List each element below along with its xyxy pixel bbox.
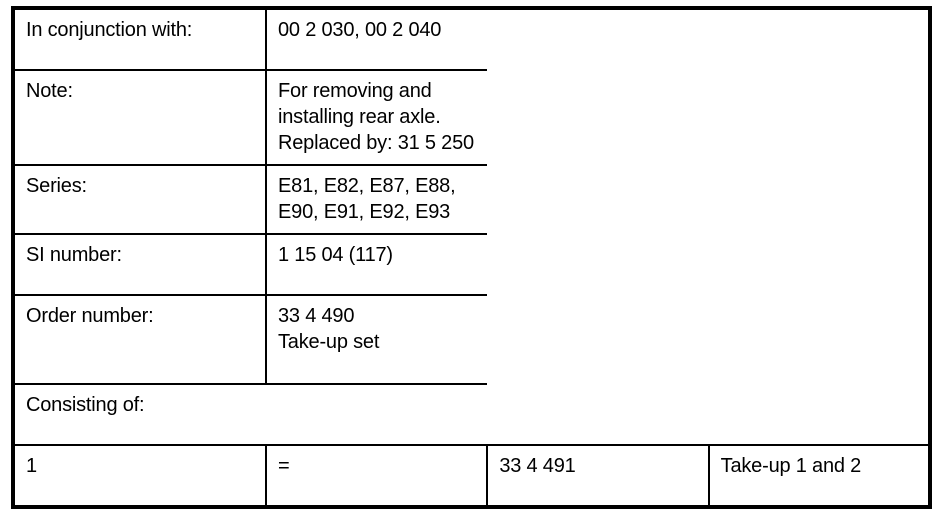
table-row-si-number: SI number: 1 15 04 (117) [13,233,930,296]
table-row-in-conjunction-with: In conjunction with: 00 2 030, 00 2 040 [13,8,930,71]
row-label-consisting-of: Consisting of: [13,383,488,446]
row-label-in-conjunction-with: In conjunction with: [13,8,267,71]
part-quantity: 1 [13,444,267,507]
tool-specification-table: In conjunction with: 00 2 030, 00 2 040 … [11,6,932,509]
row-label-note: Note: [13,69,267,166]
table-row-consisting-of: Consisting of: [13,383,930,446]
row-label-si-number: SI number: [13,233,267,296]
row-value-order-number: 33 4 490 Take-up set [264,294,488,385]
part-number: 33 4 491 [486,444,710,507]
table-row-note: Note: For removing and installing rear a… [13,69,930,166]
part-description: Take-up 1 and 2 [707,444,930,507]
row-label-order-number: Order number: [13,294,267,385]
row-value-in-conjunction-with: 00 2 030, 00 2 040 [264,8,488,71]
part-equals-sign: = [264,444,489,507]
order-number-description: Take-up set [278,331,380,353]
order-number-value: 33 4 490 [278,305,355,327]
table-row-part: 1 = 33 4 491 Take-up 1 and 2 [13,444,930,507]
specification-sheet: In conjunction with: 00 2 030, 00 2 040 … [11,6,932,509]
row-label-series: Series: [13,164,267,235]
row-value-si-number: 1 15 04 (117) [264,233,488,296]
table-row-series: Series: E81, E82, E87, E88, E90, E91, E9… [13,164,930,235]
row-value-note: For removing and installing rear axle. R… [264,69,488,166]
row-value-series: E81, E82, E87, E88, E90, E91, E92, E93 [264,164,488,235]
table-row-order-number: Order number: 33 4 490 Take-up set [13,294,930,385]
